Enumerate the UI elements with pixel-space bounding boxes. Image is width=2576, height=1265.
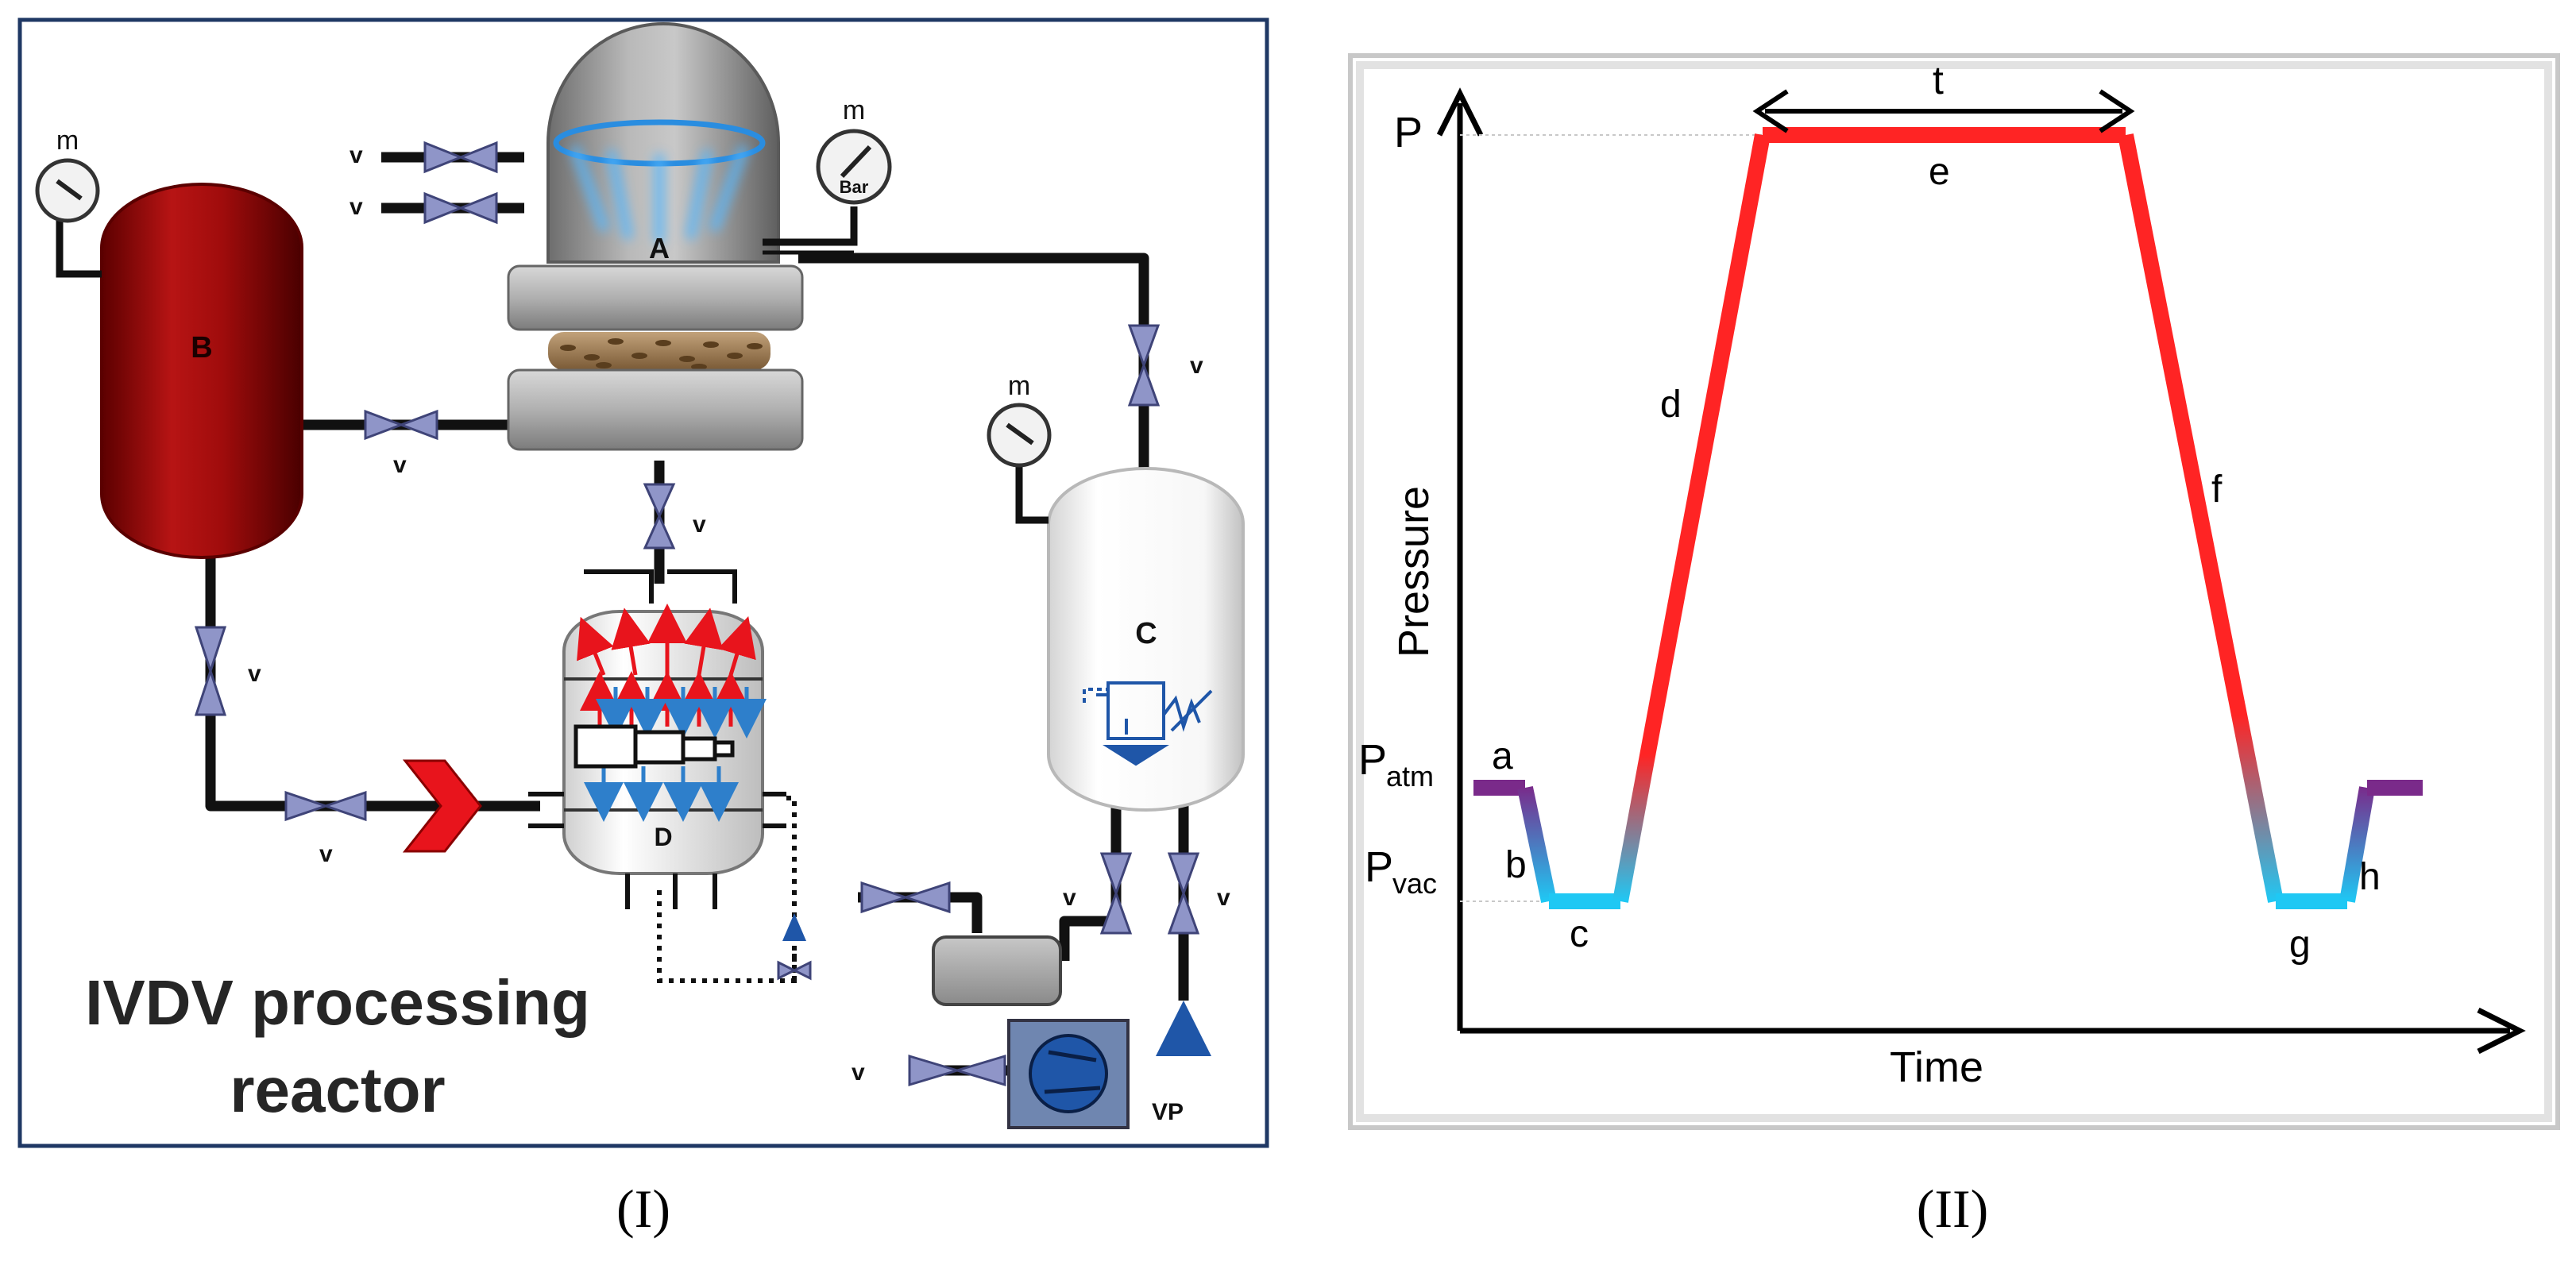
valve-label: v — [1063, 885, 1076, 911]
valve-icon[interactable] — [777, 960, 812, 981]
segment-label-a: a — [1492, 735, 1513, 777]
vacuum-pump-label: VP — [1152, 1099, 1184, 1125]
diagram-title-line1: IVDV processing — [85, 967, 590, 1038]
segment-label-f: f — [2211, 469, 2223, 511]
valve-label: v — [693, 511, 706, 538]
caption-panel-II: (II) — [1917, 1178, 1989, 1239]
valve-icon[interactable] — [643, 483, 676, 550]
patm-sub: atm — [1386, 760, 1434, 793]
heat-exchanger — [574, 724, 735, 769]
valve-labels: v v v v v v v v v v — [248, 142, 1230, 1086]
valve-label: v — [350, 142, 363, 168]
check-valve-chevron — [402, 759, 482, 853]
gauge-b-label: m — [56, 125, 79, 156]
condensate-flow-arrows — [584, 687, 767, 822]
panel-II-inner-shadow — [1356, 61, 2552, 1122]
pvac-main: P — [1365, 843, 1393, 891]
valve-label: v — [319, 841, 333, 867]
valve-label: v — [393, 452, 407, 478]
duration-arrow — [1752, 89, 2135, 133]
segment-label-g: g — [2289, 924, 2311, 966]
x-axis-arrow — [2477, 1007, 2526, 1055]
gauge-bar-label: m — [843, 95, 865, 125]
valve-label: v — [1190, 353, 1203, 379]
gauge-bar-unit: Bar — [840, 177, 869, 197]
vacuum-pump: VP — [1007, 1019, 1184, 1129]
tank-b-label: B — [191, 331, 212, 364]
segment-f — [2118, 133, 2284, 903]
condenser-d: D — [528, 569, 786, 909]
panel-II-frame — [1348, 53, 2560, 1130]
valve-label: v — [1217, 885, 1230, 911]
panel-reactor-diagram: B m A — [17, 17, 1269, 1148]
drain-check-triangle — [782, 913, 806, 941]
tank-c-label: C — [1135, 617, 1157, 650]
patm-label: P atm — [1358, 736, 1434, 793]
pressure-gauge-b: m — [35, 125, 102, 278]
valve-icon[interactable] — [1167, 852, 1200, 935]
pressure-gauge-c: m — [987, 371, 1052, 524]
p-level-label: P — [1394, 109, 1423, 156]
panel-pressure-profile: t P P atm P vac a b c d e f g h Time Pre… — [1348, 53, 2560, 1130]
segment-label-b: b — [1505, 844, 1527, 886]
regulator-symbol — [1083, 681, 1213, 766]
pvac-sub: vac — [1392, 867, 1437, 900]
pump-check-triangle — [1156, 1001, 1211, 1056]
level-guides — [1460, 134, 1763, 902]
compressor-motor — [932, 935, 1062, 1006]
segment-label-h: h — [2359, 856, 2381, 898]
pvac-label: P vac — [1365, 843, 1437, 900]
segment-label-c: c — [1570, 913, 1589, 955]
segment-h — [2339, 786, 2375, 903]
valve-icon[interactable] — [860, 881, 951, 914]
reactor-a: A — [507, 22, 804, 451]
valve-label: v — [248, 661, 261, 687]
reactor-a-label: A — [649, 232, 670, 264]
segment-d — [1612, 133, 1771, 903]
pressure-profile-curve — [1473, 127, 2423, 909]
segment-b — [1517, 785, 1557, 904]
y-axis-arrow — [1436, 87, 1484, 137]
storage-tank-b: B — [100, 183, 303, 559]
valve-icon[interactable] — [908, 1054, 1006, 1087]
valve-icon[interactable] — [423, 141, 498, 174]
segment-label-d: d — [1660, 384, 1682, 426]
segment-label-e: e — [1929, 151, 1950, 193]
axes — [1436, 87, 2526, 1055]
pressure-gauge-bar: Bar m — [763, 95, 892, 255]
valves — [194, 141, 1200, 1087]
condenser-d-label: D — [654, 823, 672, 851]
segment-labels: a b c d e f g h — [1492, 151, 2381, 966]
x-axis-label: Time — [1890, 1043, 1983, 1091]
patm-main: P — [1358, 736, 1387, 784]
duration-label: t — [1933, 58, 1944, 102]
valve-label: v — [852, 1059, 865, 1086]
valve-label: v — [350, 194, 363, 220]
caption-panel-I: (I) — [616, 1178, 670, 1239]
valve-icon[interactable] — [364, 409, 438, 441]
valve-icon[interactable] — [1127, 324, 1161, 407]
reactor-lower-plate — [507, 368, 804, 451]
diagram-title-line2: reactor — [230, 1055, 445, 1125]
valve-icon[interactable] — [284, 790, 367, 822]
y-axis-label: Pressure — [1390, 486, 1438, 658]
valve-icon[interactable] — [194, 626, 227, 716]
steam-jets — [570, 145, 748, 244]
valve-icon[interactable] — [423, 191, 498, 225]
reactor-upper-plate — [507, 264, 804, 331]
sample-bed — [548, 332, 770, 370]
vacuum-tank-c: C — [1047, 467, 1245, 812]
valve-icon[interactable] — [1099, 852, 1133, 935]
gauge-c-label: m — [1008, 371, 1030, 401]
